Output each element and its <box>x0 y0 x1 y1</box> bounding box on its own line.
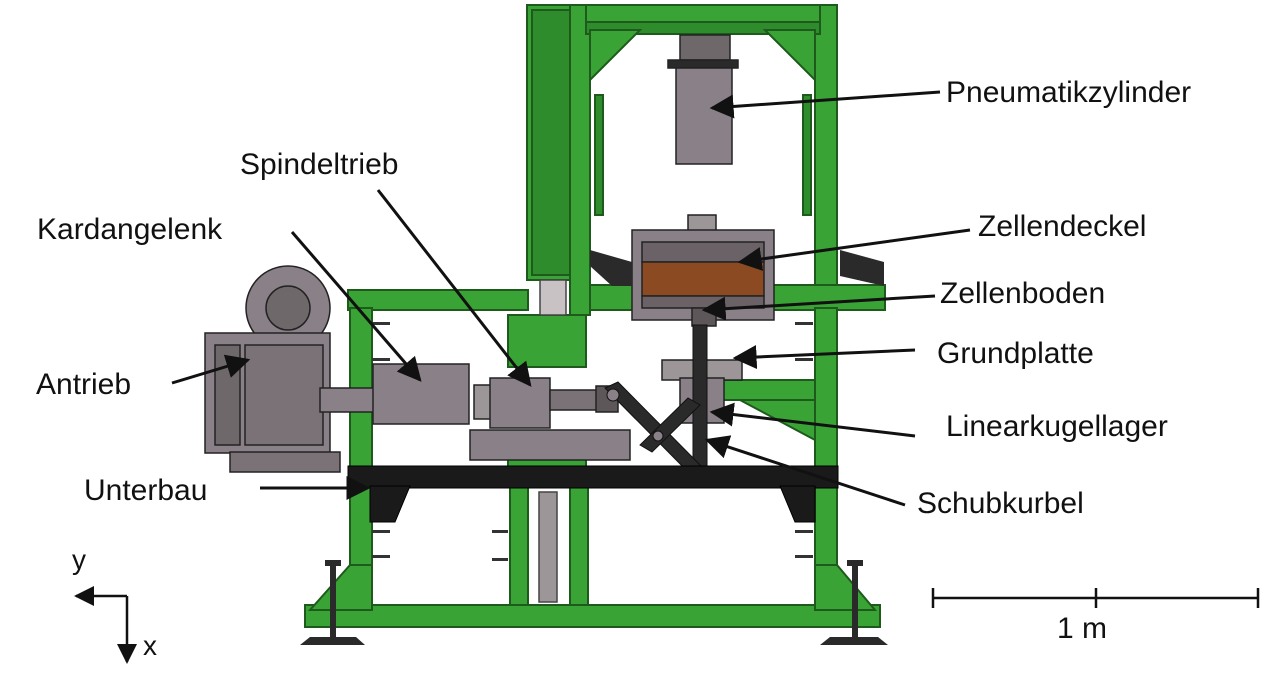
label-zellenboden: Zellenboden <box>940 277 1106 310</box>
label-linearkugellager: Linearkugellager <box>946 410 1168 443</box>
arrow-kardangelenk <box>290 231 422 382</box>
substructure <box>347 465 839 523</box>
scale-bar-label: 1 m <box>1057 612 1108 645</box>
frame-clamps <box>372 322 813 561</box>
label-spindeltrieb: Spindeltrieb <box>240 148 399 181</box>
drive-motor <box>204 265 376 473</box>
pneumatic-cylinder <box>667 34 739 165</box>
axis-y-label: y <box>72 544 86 575</box>
support-column <box>538 279 567 603</box>
arrow-zellenboden <box>701 294 936 321</box>
arrow-spindeltrieb <box>376 189 532 387</box>
arrow-pneumatikzylinder <box>709 90 941 119</box>
arrow-linearkugellager <box>709 402 916 438</box>
arrow-schubkurbel <box>704 435 906 507</box>
label-zellendeckel: Zellendeckel <box>978 210 1147 243</box>
spindle-drive <box>469 377 631 461</box>
arrow-grundplatte <box>732 345 916 370</box>
arrow-antrieb <box>171 354 251 385</box>
arrow-zellendeckel <box>737 228 971 271</box>
cell-bracket <box>590 250 884 286</box>
label-kardangelenk: Kardangelenk <box>37 213 223 246</box>
label-unterbau: Unterbau <box>84 474 208 507</box>
axis-x-label: x <box>143 630 157 661</box>
upper-frame <box>526 4 838 316</box>
scale-bar <box>931 588 1260 608</box>
coordinate-axes <box>74 586 137 664</box>
label-antrieb: Antrieb <box>36 368 132 401</box>
leveling-feet <box>300 560 888 645</box>
label-schubkurbel: Schubkurbel <box>917 487 1084 520</box>
label-pneumatikzylinder: Pneumatikzylinder <box>946 76 1192 109</box>
leader-arrows <box>171 90 971 507</box>
cardan-joint <box>372 363 470 425</box>
label-grundplatte: Grundplatte <box>937 337 1094 370</box>
cell-assembly <box>631 214 775 327</box>
